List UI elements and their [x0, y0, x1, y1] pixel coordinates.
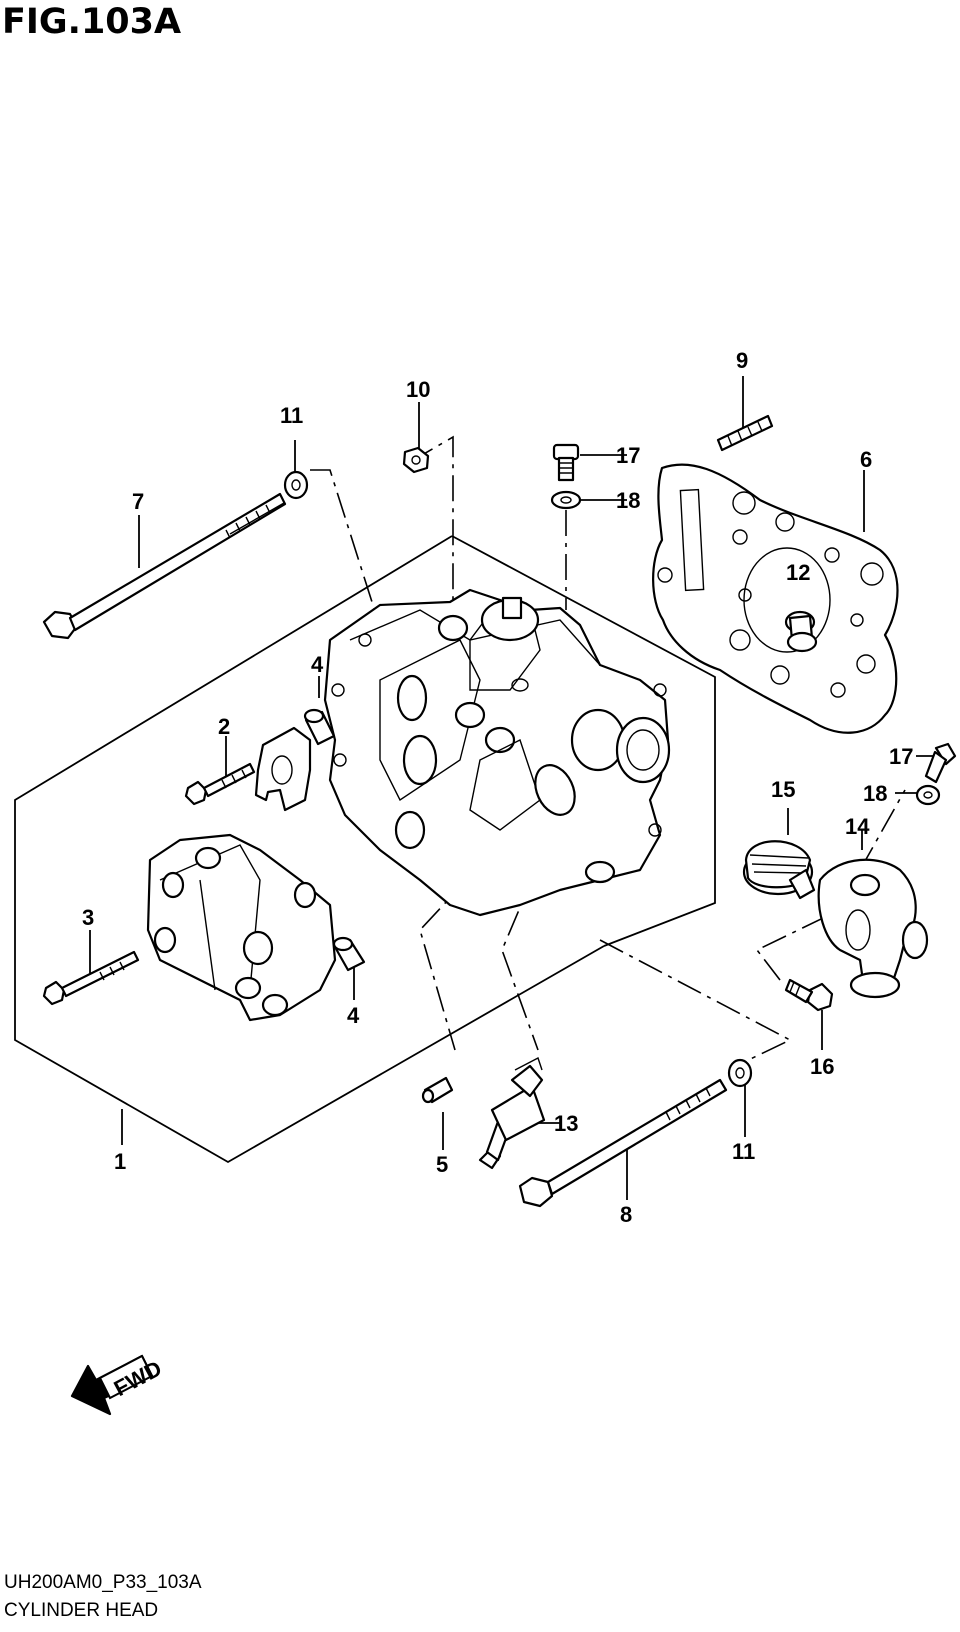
callout-17-right: 17 — [889, 744, 913, 769]
thermostat-15 — [742, 840, 816, 900]
callout-4-top: 4 — [311, 652, 324, 677]
callout-9: 9 — [736, 348, 748, 373]
bolt-3 — [42, 950, 140, 1006]
bolt-16 — [784, 978, 834, 1012]
bolt-long-8 — [518, 1078, 728, 1208]
callout-6: 6 — [860, 447, 872, 472]
callout-13: 13 — [554, 1111, 578, 1136]
thermostat-housing-14 — [817, 858, 929, 999]
callout-18-top: 18 — [616, 488, 640, 513]
bolt-long-7 — [42, 492, 287, 640]
document-code: UH200AM0_P33_103A — [4, 1572, 202, 1593]
dowel-4-bottom — [332, 936, 366, 972]
callout-10: 10 — [406, 377, 430, 402]
bolt-17-top — [552, 443, 580, 482]
nut-10 — [402, 446, 430, 474]
washer-18-top — [550, 490, 582, 510]
bolt-2 — [184, 762, 256, 806]
pin-5 — [421, 1076, 454, 1104]
washer-11-top — [283, 470, 309, 500]
dowel-12 — [784, 610, 818, 653]
callout-5: 5 — [436, 1152, 448, 1177]
gasket-6 — [652, 463, 899, 734]
stud-9 — [716, 414, 774, 452]
callout-18-right: 18 — [863, 781, 887, 806]
callout-15: 15 — [771, 777, 795, 802]
bolt-17-right — [924, 742, 957, 784]
callout-2: 2 — [218, 714, 230, 739]
callout-16: 16 — [810, 1054, 834, 1079]
spark-plug-13 — [478, 1056, 546, 1170]
callout-3: 3 — [82, 905, 94, 930]
assembly-bracket — [451, 535, 716, 947]
washer-11-bottom — [727, 1058, 753, 1088]
washer-18-right — [915, 784, 941, 806]
dowel-4-top — [303, 708, 336, 746]
callout-labels: 1 2 3 4 4 5 6 7 8 9 10 11 11 12 13 14 15… — [82, 348, 913, 1227]
cylinder-head-1 — [323, 588, 671, 917]
cam-cap — [254, 726, 312, 812]
assembly-bracket-left — [14, 535, 605, 1164]
callout-7: 7 — [132, 489, 144, 514]
callout-17-top: 17 — [616, 443, 640, 468]
callout-11-bottom: 11 — [732, 1139, 755, 1164]
callout-11-top: 11 — [280, 403, 303, 428]
document-name: CYLINDER HEAD — [4, 1600, 159, 1621]
callout-1: 1 — [114, 1149, 126, 1174]
camshaft-holder — [146, 833, 337, 1022]
callout-8: 8 — [620, 1202, 632, 1227]
fwd-direction-arrow: FWD — [70, 1354, 166, 1416]
callout-12: 12 — [786, 560, 810, 585]
figure-title: FIG.103A — [2, 2, 182, 42]
callout-14: 14 — [845, 814, 870, 839]
callout-4-bottom: 4 — [347, 1003, 360, 1028]
